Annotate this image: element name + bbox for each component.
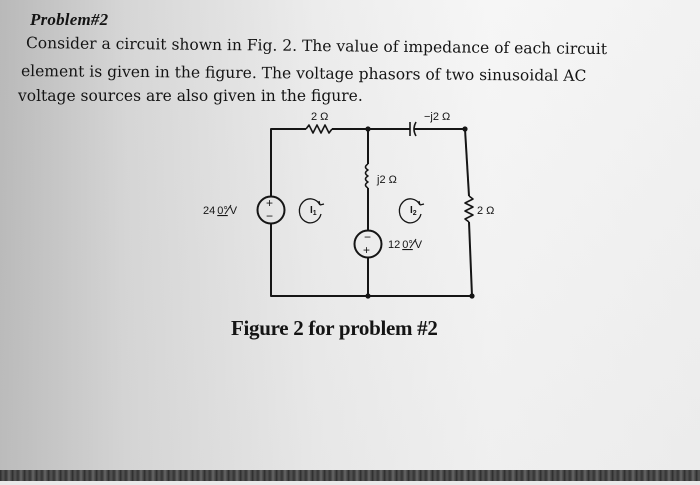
mesh-arrow-2-icon <box>398 198 422 224</box>
resistor-top <box>305 124 333 134</box>
source-middle-plus: + <box>363 243 370 257</box>
label-mesh-current-1: I1 <box>310 205 317 217</box>
mesh-arrow-2-head-icon <box>418 200 425 206</box>
voltage-source-middle <box>353 229 383 259</box>
node-top-middle <box>365 126 371 132</box>
source-left-plus: + <box>266 196 273 210</box>
resistor-right <box>464 195 474 223</box>
source-middle-minus: − <box>364 230 371 244</box>
problem-text-line-3: voltage sources are also given in the fi… <box>18 87 363 105</box>
label-capacitor: −j2 Ω <box>424 111 450 123</box>
label-inductor: j2 Ω <box>376 174 397 186</box>
label-mesh-current-2: I2 <box>410 205 417 217</box>
mesh-arrow-1-head-icon <box>318 200 325 206</box>
wire-right-bottom <box>368 221 473 297</box>
mesh-arrow-1-icon <box>298 198 322 224</box>
node-bottom-middle <box>365 293 371 299</box>
label-resistor-top: 2 Ω <box>311 111 328 123</box>
wire-left-bottom <box>270 224 368 297</box>
wire-left-top <box>270 128 306 196</box>
source-left-minus: − <box>266 209 273 223</box>
wire-right-top <box>464 128 470 197</box>
angle-symbol-left-icon <box>224 204 232 215</box>
paper-background <box>0 0 700 470</box>
voltage-source-left <box>256 195 286 225</box>
node-bottom-right <box>469 293 475 299</box>
figure-caption: Figure 2 for problem #2 <box>231 316 438 340</box>
angle-symbol-middle-icon <box>409 238 417 249</box>
inductor-middle <box>364 163 369 189</box>
label-resistor-right: 2 Ω <box>477 205 494 217</box>
problem-title: Problem#2 <box>30 10 109 29</box>
table-edge <box>0 470 700 485</box>
node-top-right <box>462 126 468 132</box>
